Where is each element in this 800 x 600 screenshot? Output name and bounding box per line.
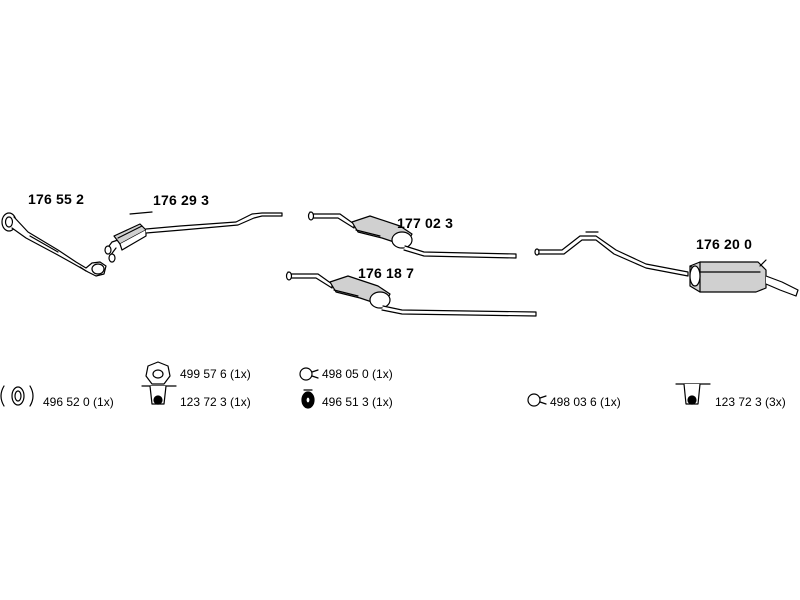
rear-silencer-part [534, 231, 799, 297]
accessory-label: 498 03 6 (1x) [550, 395, 621, 409]
part-number-label: 176 20 0 [696, 236, 753, 252]
rubber-hanger-icon [675, 383, 711, 405]
pipe-clamp-icon [527, 393, 547, 407]
accessory-label: 499 57 6 (1x) [180, 367, 251, 381]
middle-silencer-part-a [307, 211, 517, 259]
accessory-label: 496 52 0 (1x) [43, 395, 114, 409]
flange-gasket-icon [145, 361, 171, 385]
part-number-label: 176 18 7 [358, 265, 415, 281]
part-number-label: 176 55 2 [28, 191, 85, 207]
accessory-label: 498 05 0 (1x) [322, 367, 393, 381]
pipe-clamp-icon [299, 367, 319, 381]
accessory-label: 123 72 3 (3x) [715, 395, 786, 409]
front-pipe-part [1, 212, 107, 277]
rubber-mount-icon [301, 389, 315, 409]
accessory-label: 496 51 3 (1x) [322, 395, 393, 409]
middle-silencer-part-b [285, 271, 537, 317]
part-number-label: 177 02 3 [397, 215, 454, 231]
accessory-label: 123 72 3 (1x) [180, 395, 251, 409]
gasket-rings-icon [0, 385, 34, 407]
rubber-hanger-icon [141, 385, 177, 405]
front-silencer-part [104, 211, 283, 263]
part-number-label: 176 29 3 [153, 192, 210, 208]
